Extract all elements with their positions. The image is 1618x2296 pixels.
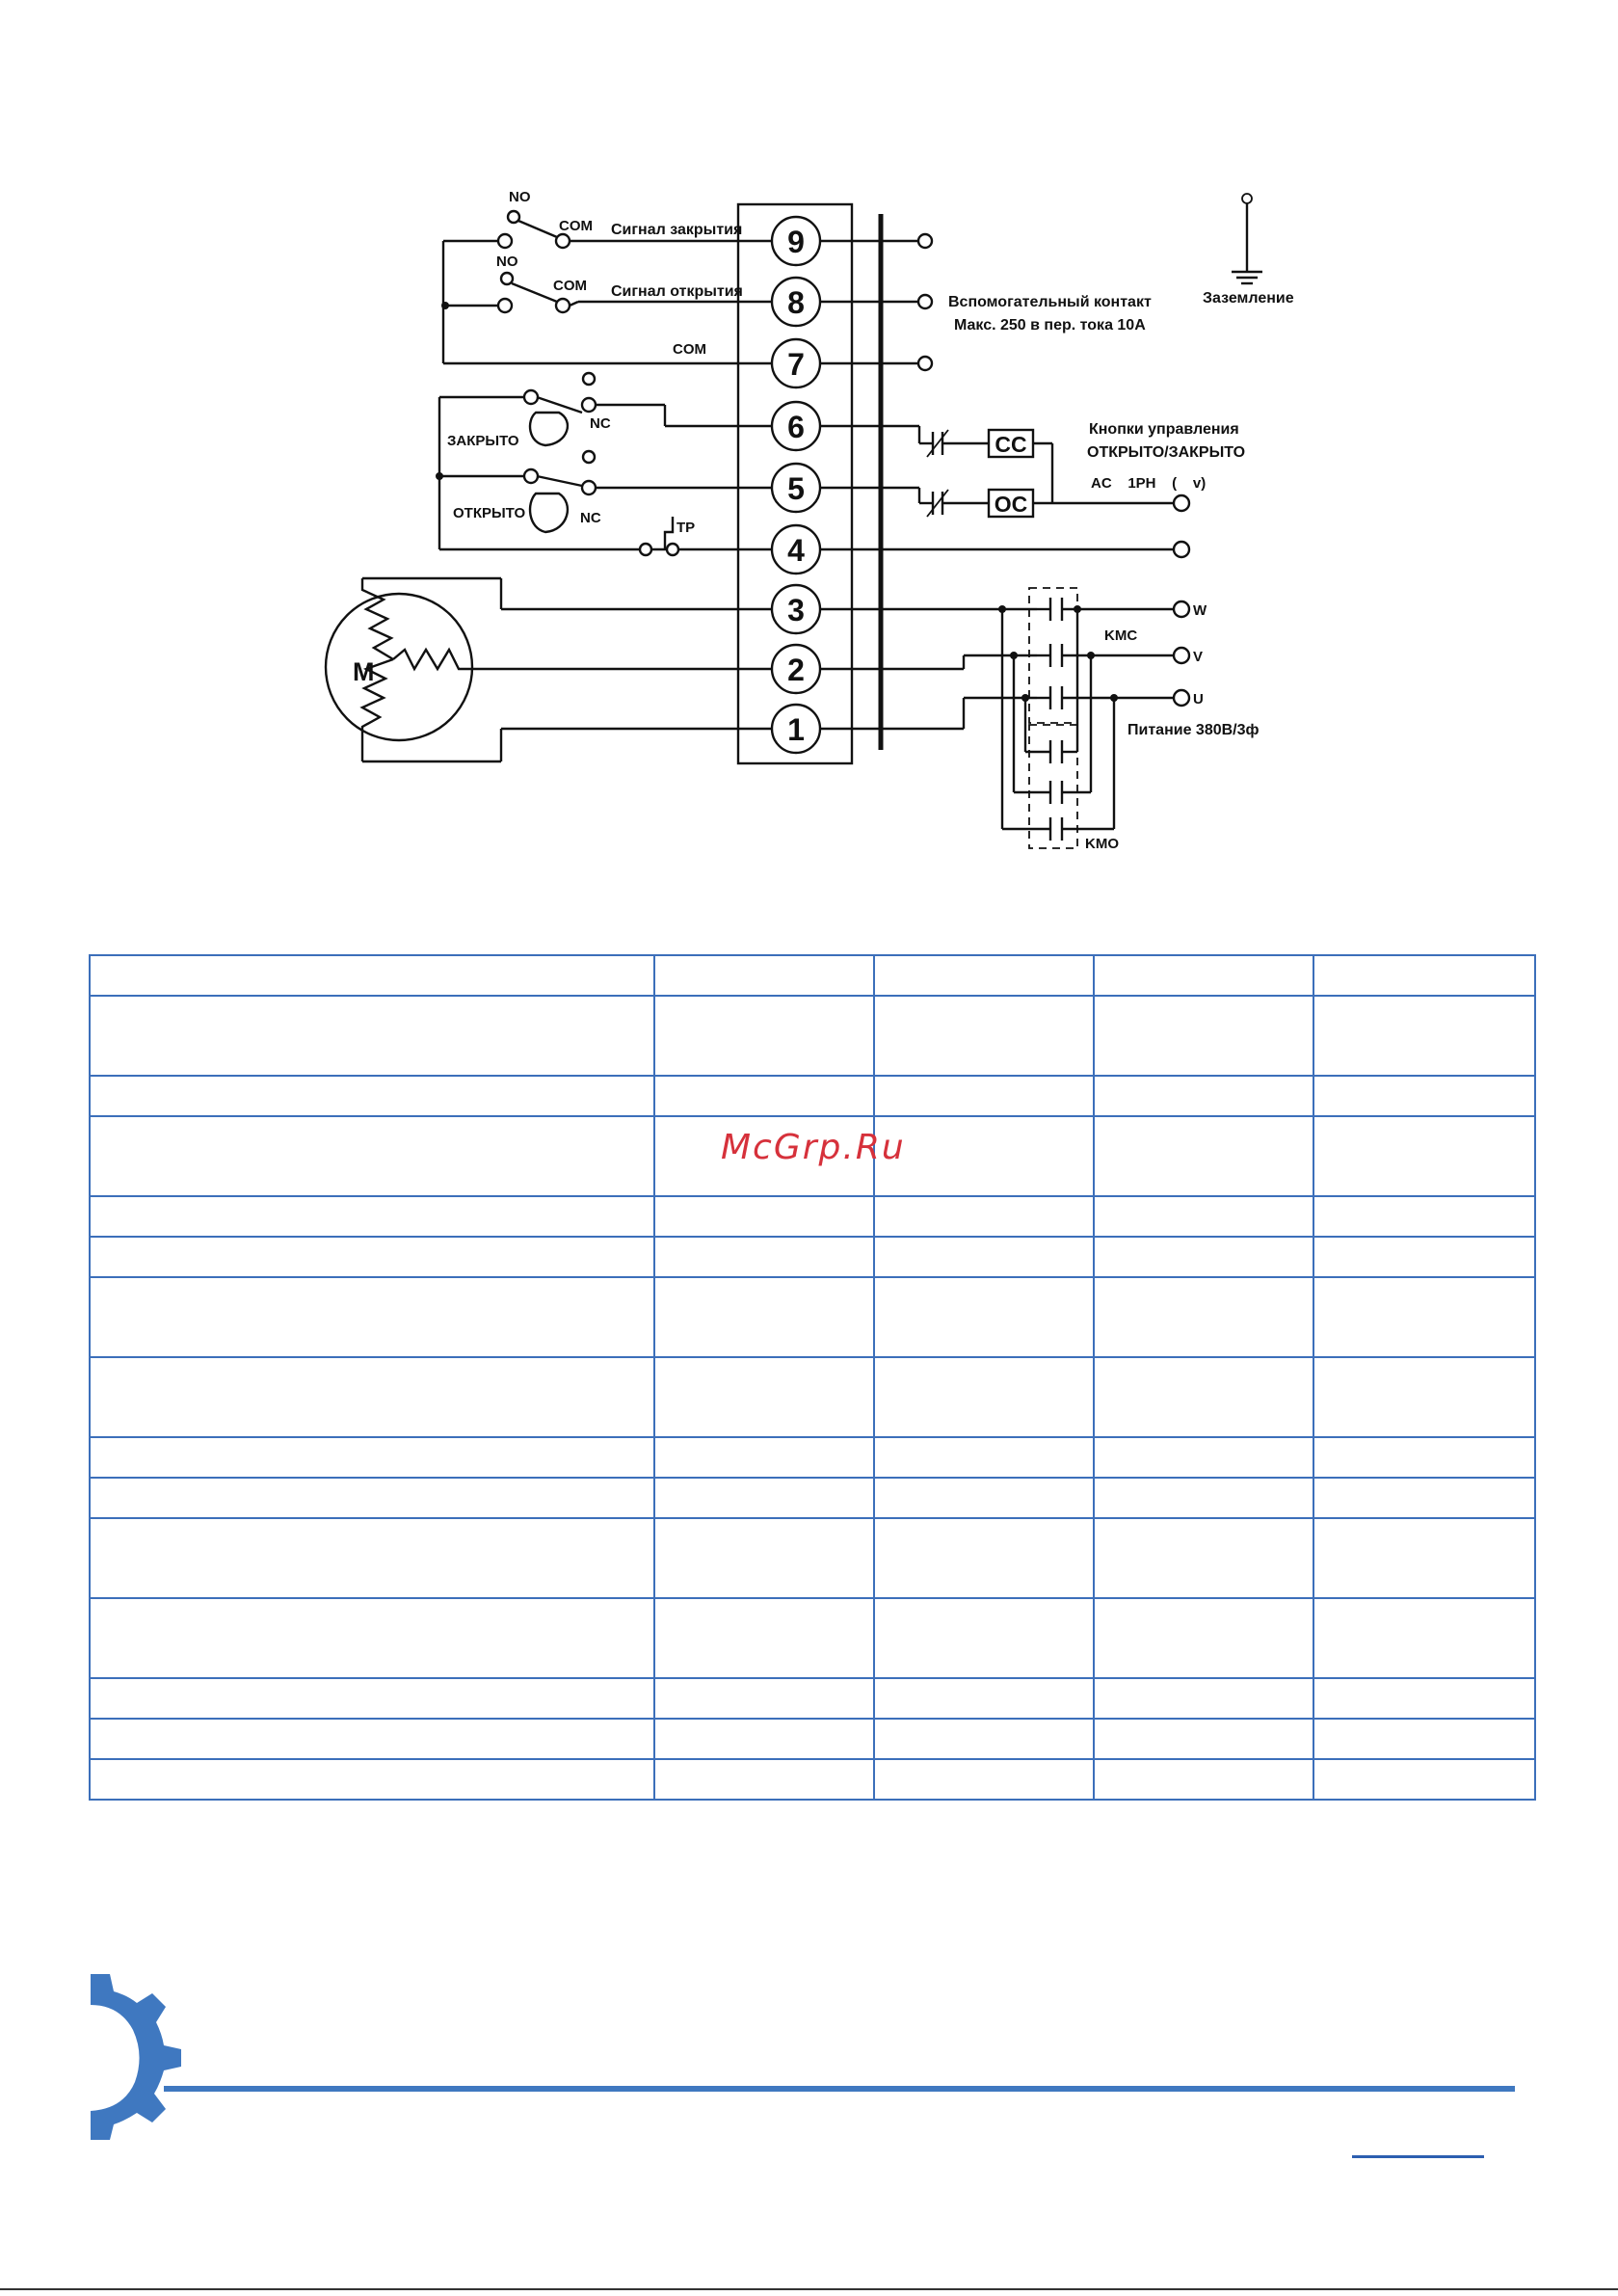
wiring-diagram: 9 8 7 6 5 4 3 2 1 Вспомогательный контак… [324, 189, 1294, 852]
svg-text:M: M [353, 657, 375, 686]
aux-contact-wires [820, 232, 934, 372]
kmc-label: KMC [1104, 627, 1137, 644]
buttons-label-1: Кнопки управления [1089, 421, 1239, 438]
aux-contact-label-1: Вспомогательный контакт [948, 294, 1152, 310]
svg-text:4: 4 [787, 533, 805, 568]
terminal-block [736, 202, 854, 765]
ac-1ph-label: AC 1PH ( v) [1091, 475, 1206, 492]
nc-closed-label: NC [590, 415, 611, 432]
signal-open-label: Сигнал открытия [611, 283, 743, 300]
gear-icon [91, 1974, 181, 2140]
no-label-top: NO [509, 189, 531, 205]
no-label-mid: NO [496, 254, 518, 270]
ground-icon [1232, 193, 1262, 285]
nc-opened-label: NC [580, 510, 601, 526]
terminal-5: 5 [770, 462, 822, 514]
svg-text:6: 6 [787, 410, 805, 444]
tp-label: TP [676, 520, 695, 536]
svg-text:OC: OC [995, 492, 1028, 517]
terminal-6: 6 [770, 400, 822, 452]
com-label-top: COM [559, 218, 593, 234]
buttons-label-2: ОТКРЫТО/ЗАКРЫТО [1087, 444, 1245, 461]
kmo-label: KMO [1085, 836, 1119, 852]
motor-symbol: M [324, 576, 772, 763]
closed-label: ЗАКРЫТО [447, 433, 519, 449]
table-row [89, 1236, 1536, 1278]
table-row [89, 1718, 1536, 1760]
footer-link-underline[interactable] [1352, 2155, 1484, 2158]
svg-text:2: 2 [787, 653, 805, 687]
power-label: Питание 380В/3ф [1127, 722, 1260, 738]
terminal-1: 1 [770, 703, 822, 755]
table-row [89, 1436, 1536, 1479]
table-row [89, 954, 1536, 997]
terminal-9: 9 [770, 215, 822, 267]
svg-text:1: 1 [787, 712, 805, 747]
aux-contact-label-2: Макс. 250 в пер. тока 10А [954, 317, 1146, 334]
limit-switches [436, 371, 772, 557]
svg-text:5: 5 [787, 471, 805, 506]
control-button-wires [820, 424, 1191, 559]
ground-label: Заземление [1203, 290, 1294, 307]
terminal-2: 2 [770, 643, 822, 695]
table-row [89, 1115, 1536, 1197]
footer-divider [164, 2086, 1515, 2092]
table-row [89, 1075, 1536, 1117]
table-row [89, 1517, 1536, 1599]
signal-switches [441, 209, 772, 365]
terminal-4: 4 [770, 523, 822, 575]
table-row [89, 1356, 1536, 1438]
phase-u-label: U [1193, 691, 1204, 707]
table-row [89, 1276, 1536, 1358]
page-bottom-rule [0, 2288, 1618, 2290]
com-label-7: COM [673, 341, 706, 358]
svg-text:CC: CC [995, 432, 1026, 457]
table-row [89, 1195, 1536, 1238]
terminal-8: 8 [770, 276, 822, 328]
opened-label: ОТКРЫТО [453, 505, 525, 521]
phase-v-label: V [1193, 649, 1203, 665]
contactor-block [820, 587, 1191, 849]
svg-text:9: 9 [787, 225, 805, 259]
svg-text:3: 3 [787, 593, 805, 627]
phase-w-label: W [1193, 602, 1207, 619]
signal-close-label: Сигнал закрытия [611, 222, 742, 238]
svg-text:8: 8 [787, 285, 805, 320]
spec-table [89, 954, 1536, 1801]
terminal-7: 7 [770, 337, 822, 389]
com-label-mid: COM [553, 278, 587, 294]
table-row [89, 995, 1536, 1077]
watermark: McGrp.Ru [721, 1128, 906, 1167]
svg-text:7: 7 [787, 347, 805, 382]
table-row [89, 1597, 1536, 1679]
table-row [89, 1758, 1536, 1801]
terminal-3: 3 [770, 583, 822, 635]
oc-relay: OC [987, 488, 1035, 519]
table-row [89, 1477, 1536, 1519]
cc-relay: CC [987, 428, 1035, 459]
table-row [89, 1677, 1536, 1720]
